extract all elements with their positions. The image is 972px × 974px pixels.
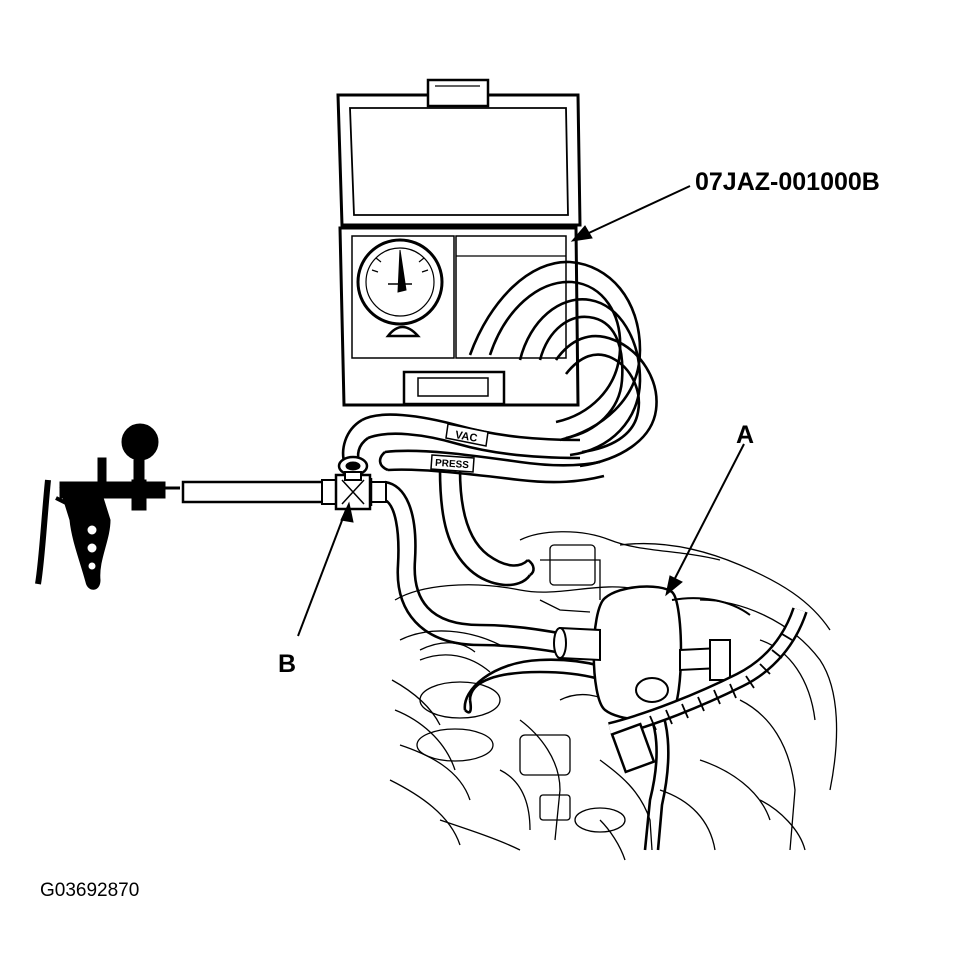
hand-vacuum-pump-icon [35,423,180,590]
callout-a-label: A [736,421,754,449]
component-a [553,585,751,721]
engine-bay-linework [389,531,838,861]
hose-tag-vac-text: VAC [454,429,478,445]
tee-fitting-b [181,455,387,511]
hose-tag-press: PRESS [430,454,475,473]
hose-tag-press-text: PRESS [435,458,470,471]
leader-arrows [297,185,745,637]
part-number-label: 07JAZ-001000B [695,168,880,196]
pressure-gauge-icon [356,238,444,326]
callout-b-label: B [278,650,296,678]
hose-tag-vac: VAC [445,423,489,447]
wire-harness [608,607,808,774]
release-knob-icon [385,325,421,338]
figure-id: G03692870 [40,880,139,901]
pressure-tester-case [336,78,582,407]
